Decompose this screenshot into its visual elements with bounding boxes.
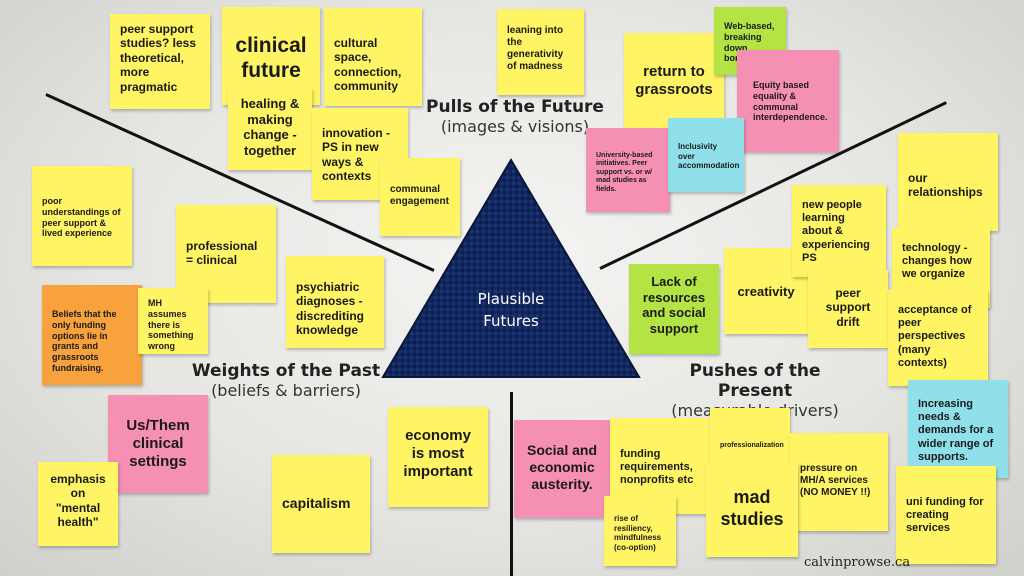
sticky-note-return-grassroots: return to grassroots (624, 33, 724, 131)
sticky-note-social-austerity: Social and economic austerity. (514, 420, 610, 518)
sticky-note-capitalism: capitalism (272, 455, 370, 553)
sticky-note-economy: economy is most important (388, 407, 488, 507)
heading-pulls-of-the-future: Pulls of the Future (images & visions) (410, 97, 620, 136)
sticky-note-beliefs-funding: Beliefs that the only funding options li… (42, 285, 142, 385)
divider-bottom (510, 392, 513, 576)
triangle-label: Plausible Futures (460, 289, 562, 333)
weights-title: Weights of the Past (191, 361, 381, 381)
sticky-note-university-based: University-based initiatives. Peer suppo… (586, 128, 670, 212)
pushes-title: Pushes of the Present (689, 361, 821, 401)
triangle-label-line1: Plausible (477, 290, 545, 308)
sticky-note-poor-understandings: poor understandings of peer support & li… (32, 166, 132, 266)
sticky-note-peer-support-studies: peer support studies? less theoretical, … (110, 14, 210, 109)
sticky-note-professional-clinical: professional = clinical (176, 205, 276, 303)
sticky-note-mad-studies: mad studies (706, 463, 798, 557)
sticky-note-lack-resources: Lack of resources and social support (629, 264, 719, 354)
sticky-note-inclusivity: Inclusivity over accommodation (668, 118, 744, 192)
sticky-note-acceptance: acceptance of peer perspectives (many co… (888, 290, 988, 386)
sticky-note-our-relationships: our relationships (898, 133, 998, 231)
triangle-label-line2: Futures (483, 311, 539, 330)
sticky-note-healing-making-change: healing & making change - together (228, 88, 312, 170)
sticky-note-pressure-mh: pressure on MH/A services (NO MONEY !!) (790, 433, 888, 531)
sticky-note-emphasis-mental-health: emphasis on "mental health" (38, 462, 118, 546)
pulls-title: Pulls of the Future (426, 97, 604, 117)
sticky-note-communal-engagement: communal engagement (380, 158, 460, 236)
credit-text: calvinprowse.ca (804, 555, 911, 570)
sticky-note-mh-assumes: MH assumes there is something wrong (138, 288, 208, 354)
heading-weights-of-the-past: Weights of the Past (beliefs & barriers) (186, 361, 386, 400)
sticky-note-increasing-needs: Increasing needs & demands for a wider r… (908, 380, 1008, 478)
sticky-note-cultural-space: cultural space, connection, community (324, 8, 422, 106)
sticky-note-psychiatric-diagnoses: psychiatric diagnoses - discrediting kno… (286, 256, 384, 348)
sticky-note-leaning-into: leaning into the generativity of madness (497, 9, 584, 95)
weights-subtitle: (beliefs & barriers) (211, 381, 361, 400)
pulls-subtitle: (images & visions) (440, 117, 590, 136)
sticky-note-equity-based: Equity based equality & communal interde… (737, 50, 839, 152)
sticky-note-us-them: Us/Them clinical settings (108, 395, 208, 493)
sticky-note-uni-funding: uni funding for creating services (896, 466, 996, 564)
sticky-note-rise-resiliency: rise of resiliency, mindfulness (co-opti… (604, 496, 676, 566)
plausible-futures-triangle (381, 158, 641, 378)
sticky-note-new-people: new people learning about & experiencing… (792, 185, 886, 277)
sticky-note-peer-support-drift: peer support drift (808, 270, 888, 348)
